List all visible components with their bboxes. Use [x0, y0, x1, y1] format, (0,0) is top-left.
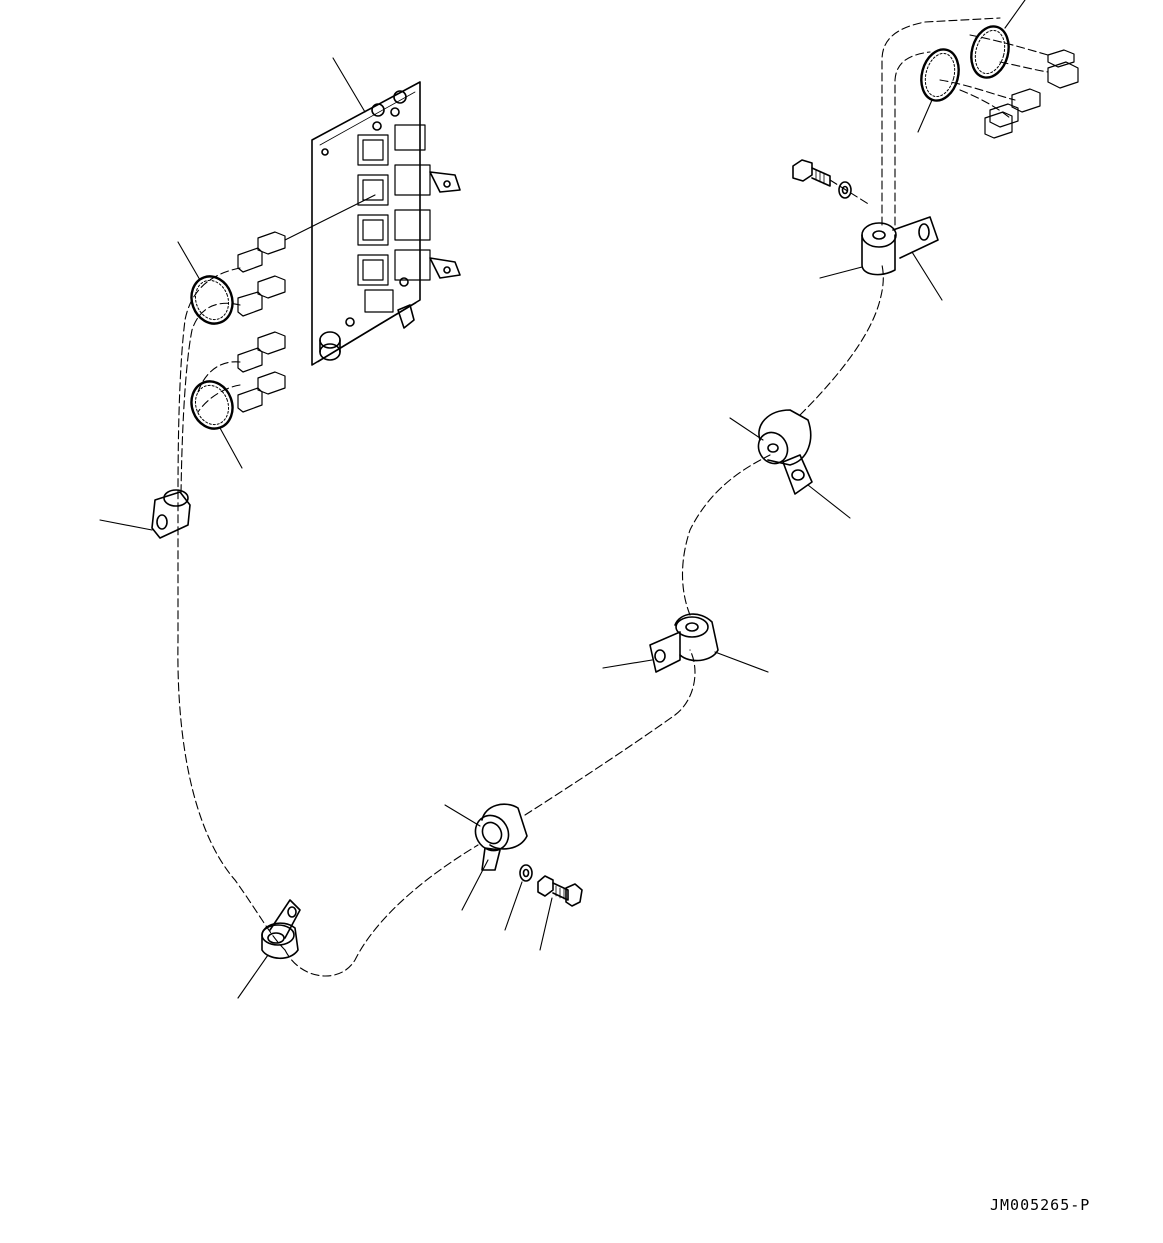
washer-top-right	[838, 181, 852, 199]
clamp-mid	[602, 613, 769, 673]
relay-panel	[284, 57, 461, 366]
connector-group-top-right	[984, 49, 1079, 139]
wiring-harness	[177, 17, 1049, 977]
bolt-centre	[537, 875, 583, 951]
cable-band-upper-left	[177, 241, 234, 325]
clamp-centre	[444, 803, 528, 911]
washer-centre	[504, 864, 533, 931]
clamp-left	[99, 489, 191, 539]
clamp-top-right	[819, 216, 943, 301]
bolt-top-right	[792, 159, 831, 187]
drawing-reference-number: JM005265-P	[990, 1196, 1091, 1214]
cable-band-lower-left	[190, 380, 243, 469]
connector-group-left	[237, 231, 286, 413]
cable-band-top-right-b	[970, 0, 1026, 79]
clamp-upper-mid	[729, 409, 851, 519]
cable-band-top-right-a	[917, 48, 960, 133]
clamp-bottom	[237, 899, 301, 999]
